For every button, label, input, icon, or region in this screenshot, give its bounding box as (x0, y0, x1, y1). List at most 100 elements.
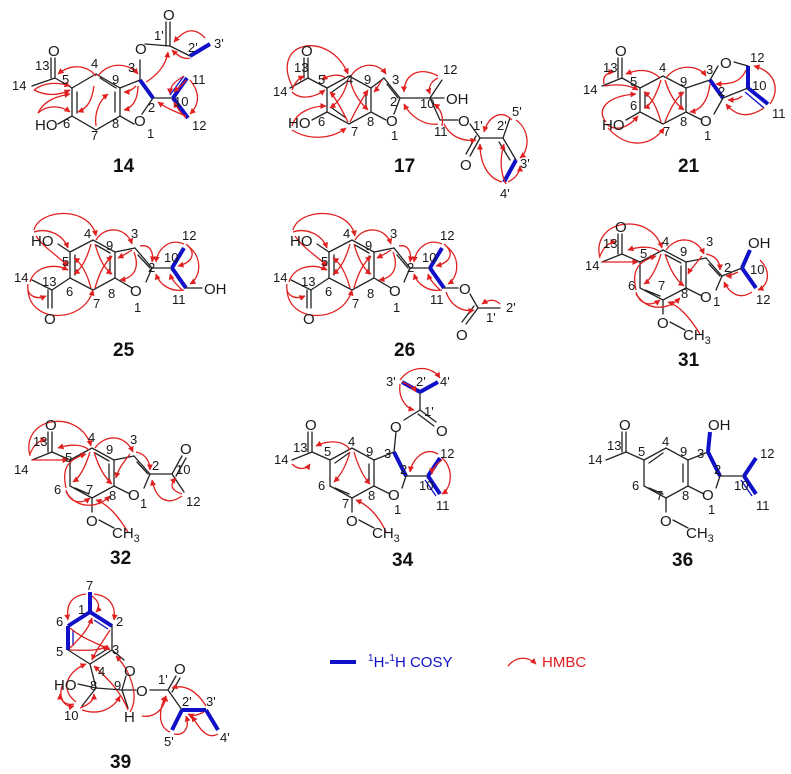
compound-number: 31 (678, 350, 700, 371)
atom-number: 5 (318, 72, 325, 87)
compound-17: O 13 14 5 4 9 3 2 HO 6 7 8 O 1 10 11 12 … (273, 43, 530, 201)
atom-number: 4' (500, 186, 510, 201)
atom-number: 3 (128, 60, 135, 75)
atom-label: O (45, 417, 57, 434)
atom-number: 3 (697, 446, 704, 461)
atom-number: 5 (56, 644, 63, 659)
atom-number: 8 (367, 286, 374, 301)
methyl-label: CH3 (112, 525, 140, 545)
atom-number: 6 (54, 482, 61, 497)
compound-number: 32 (110, 548, 131, 569)
atom-number: 3' (386, 374, 396, 389)
atom-number: 12 (440, 446, 454, 461)
atom-number: 12 (443, 62, 457, 77)
atom-number: 1 (713, 294, 720, 309)
atom-number: 10 (420, 96, 434, 111)
compound-number: 17 (394, 156, 415, 177)
atom-number: 14 (585, 258, 599, 273)
atom-number: 14 (583, 82, 597, 97)
atom-number: 2 (116, 614, 123, 629)
compound-number: 36 (672, 550, 693, 571)
atom-number: 12 (750, 50, 764, 65)
atom-number: 4 (343, 226, 350, 241)
atom-number: 5 (321, 254, 328, 269)
atom-number: 3 (390, 226, 397, 241)
compound-14: O 13 14 5 4 9 3 2 HO 6 7 8 O 1 10 11 12 … (12, 7, 224, 177)
atom-number: 14 (12, 78, 26, 93)
atom-number: 13 (607, 438, 621, 453)
atom-number: 11 (436, 498, 450, 513)
atom-number: 4 (348, 434, 355, 449)
atom-label: O (136, 683, 148, 700)
atom-number: 6 (318, 478, 325, 493)
atom-label: O (180, 441, 192, 458)
atom-number: 5 (62, 72, 69, 87)
atom-number: 5 (324, 444, 331, 459)
hydroxyl-label: HO (290, 233, 313, 250)
atom-number: 2 (724, 260, 731, 275)
compound-number: 39 (110, 752, 131, 773)
atom-label: O (163, 7, 175, 24)
atom-label: O (128, 487, 140, 504)
atom-label: O (460, 157, 472, 174)
atom-number: 10 (174, 94, 188, 109)
atom-number: 2' (182, 694, 192, 709)
atom-number: 9 (680, 74, 687, 89)
legend: 1H-1H COSY HMBC (330, 653, 586, 671)
atom-number: 1 (394, 502, 401, 517)
atom-label: O (700, 289, 712, 306)
atom-number: 1' (424, 404, 434, 419)
atom-number: 8 (108, 286, 115, 301)
atom-number: 5 (65, 450, 72, 465)
atom-number: 1' (154, 28, 164, 43)
atom-number: 3 (112, 642, 119, 657)
atom-number: 2 (152, 458, 159, 473)
atom-label: O (458, 113, 470, 130)
compound-number: 25 (113, 340, 135, 361)
atom-number: 6 (628, 278, 635, 293)
atom-number: 1 (140, 496, 147, 511)
atom-number: 3 (131, 226, 138, 241)
atom-number: 10 (734, 478, 748, 493)
atom-number: 3 (130, 432, 137, 447)
atom-number: 14 (274, 452, 288, 467)
compound-31: O 13 14 5 4 9 3 2 6 7 8 O 1 OH 10 12 O C… (585, 219, 771, 371)
atom-label: O (619, 417, 631, 434)
atom-number: 7 (352, 296, 359, 311)
compound-25: HO 5 4 9 3 2 6 7 8 O 1 14 13 O 10 11 12 … (14, 212, 227, 361)
atom-number: 9 (680, 244, 687, 259)
atom-number: 5' (512, 104, 522, 119)
compound-39: 7 1 6 2 5 3 4 O HO 8 9 10 H O O 1' 2' 3'… (54, 578, 230, 773)
atom-number: 2 (400, 462, 407, 477)
atom-number: 8 (682, 488, 689, 503)
atom-number: 2 (148, 100, 155, 115)
atom-label: O (456, 327, 468, 344)
atom-number: 10 (422, 250, 436, 265)
atom-number: 13 (301, 274, 315, 289)
atom-number: 8 (367, 114, 374, 129)
atom-number: 4 (98, 664, 105, 679)
atom-number: 6 (66, 284, 73, 299)
atom-label: O (305, 417, 317, 434)
atom-number: 6 (63, 116, 70, 131)
atom-number: 12 (440, 228, 454, 243)
atom-number: 8 (368, 488, 375, 503)
atom-number: 13 (42, 274, 56, 289)
atom-number: 3 (384, 446, 391, 461)
atom-number: 14 (14, 270, 28, 285)
atom-number: 4 (662, 434, 669, 449)
atom-number: 10 (164, 250, 178, 265)
atom-number: 10 (752, 78, 766, 93)
atom-number: 11 (756, 498, 770, 513)
compound-number: 26 (394, 340, 415, 361)
atom-number: 9 (364, 72, 371, 87)
atom-number: 4' (220, 730, 230, 745)
atom-number: 5 (630, 74, 637, 89)
atom-number: 7 (86, 482, 93, 497)
atom-number: 13 (294, 60, 308, 75)
atom-label: O (388, 487, 400, 504)
atom-label: O (386, 113, 398, 130)
atom-label: O (301, 43, 313, 60)
atom-number: 13 (33, 434, 47, 449)
hydroxyl-label: HO (35, 117, 58, 134)
